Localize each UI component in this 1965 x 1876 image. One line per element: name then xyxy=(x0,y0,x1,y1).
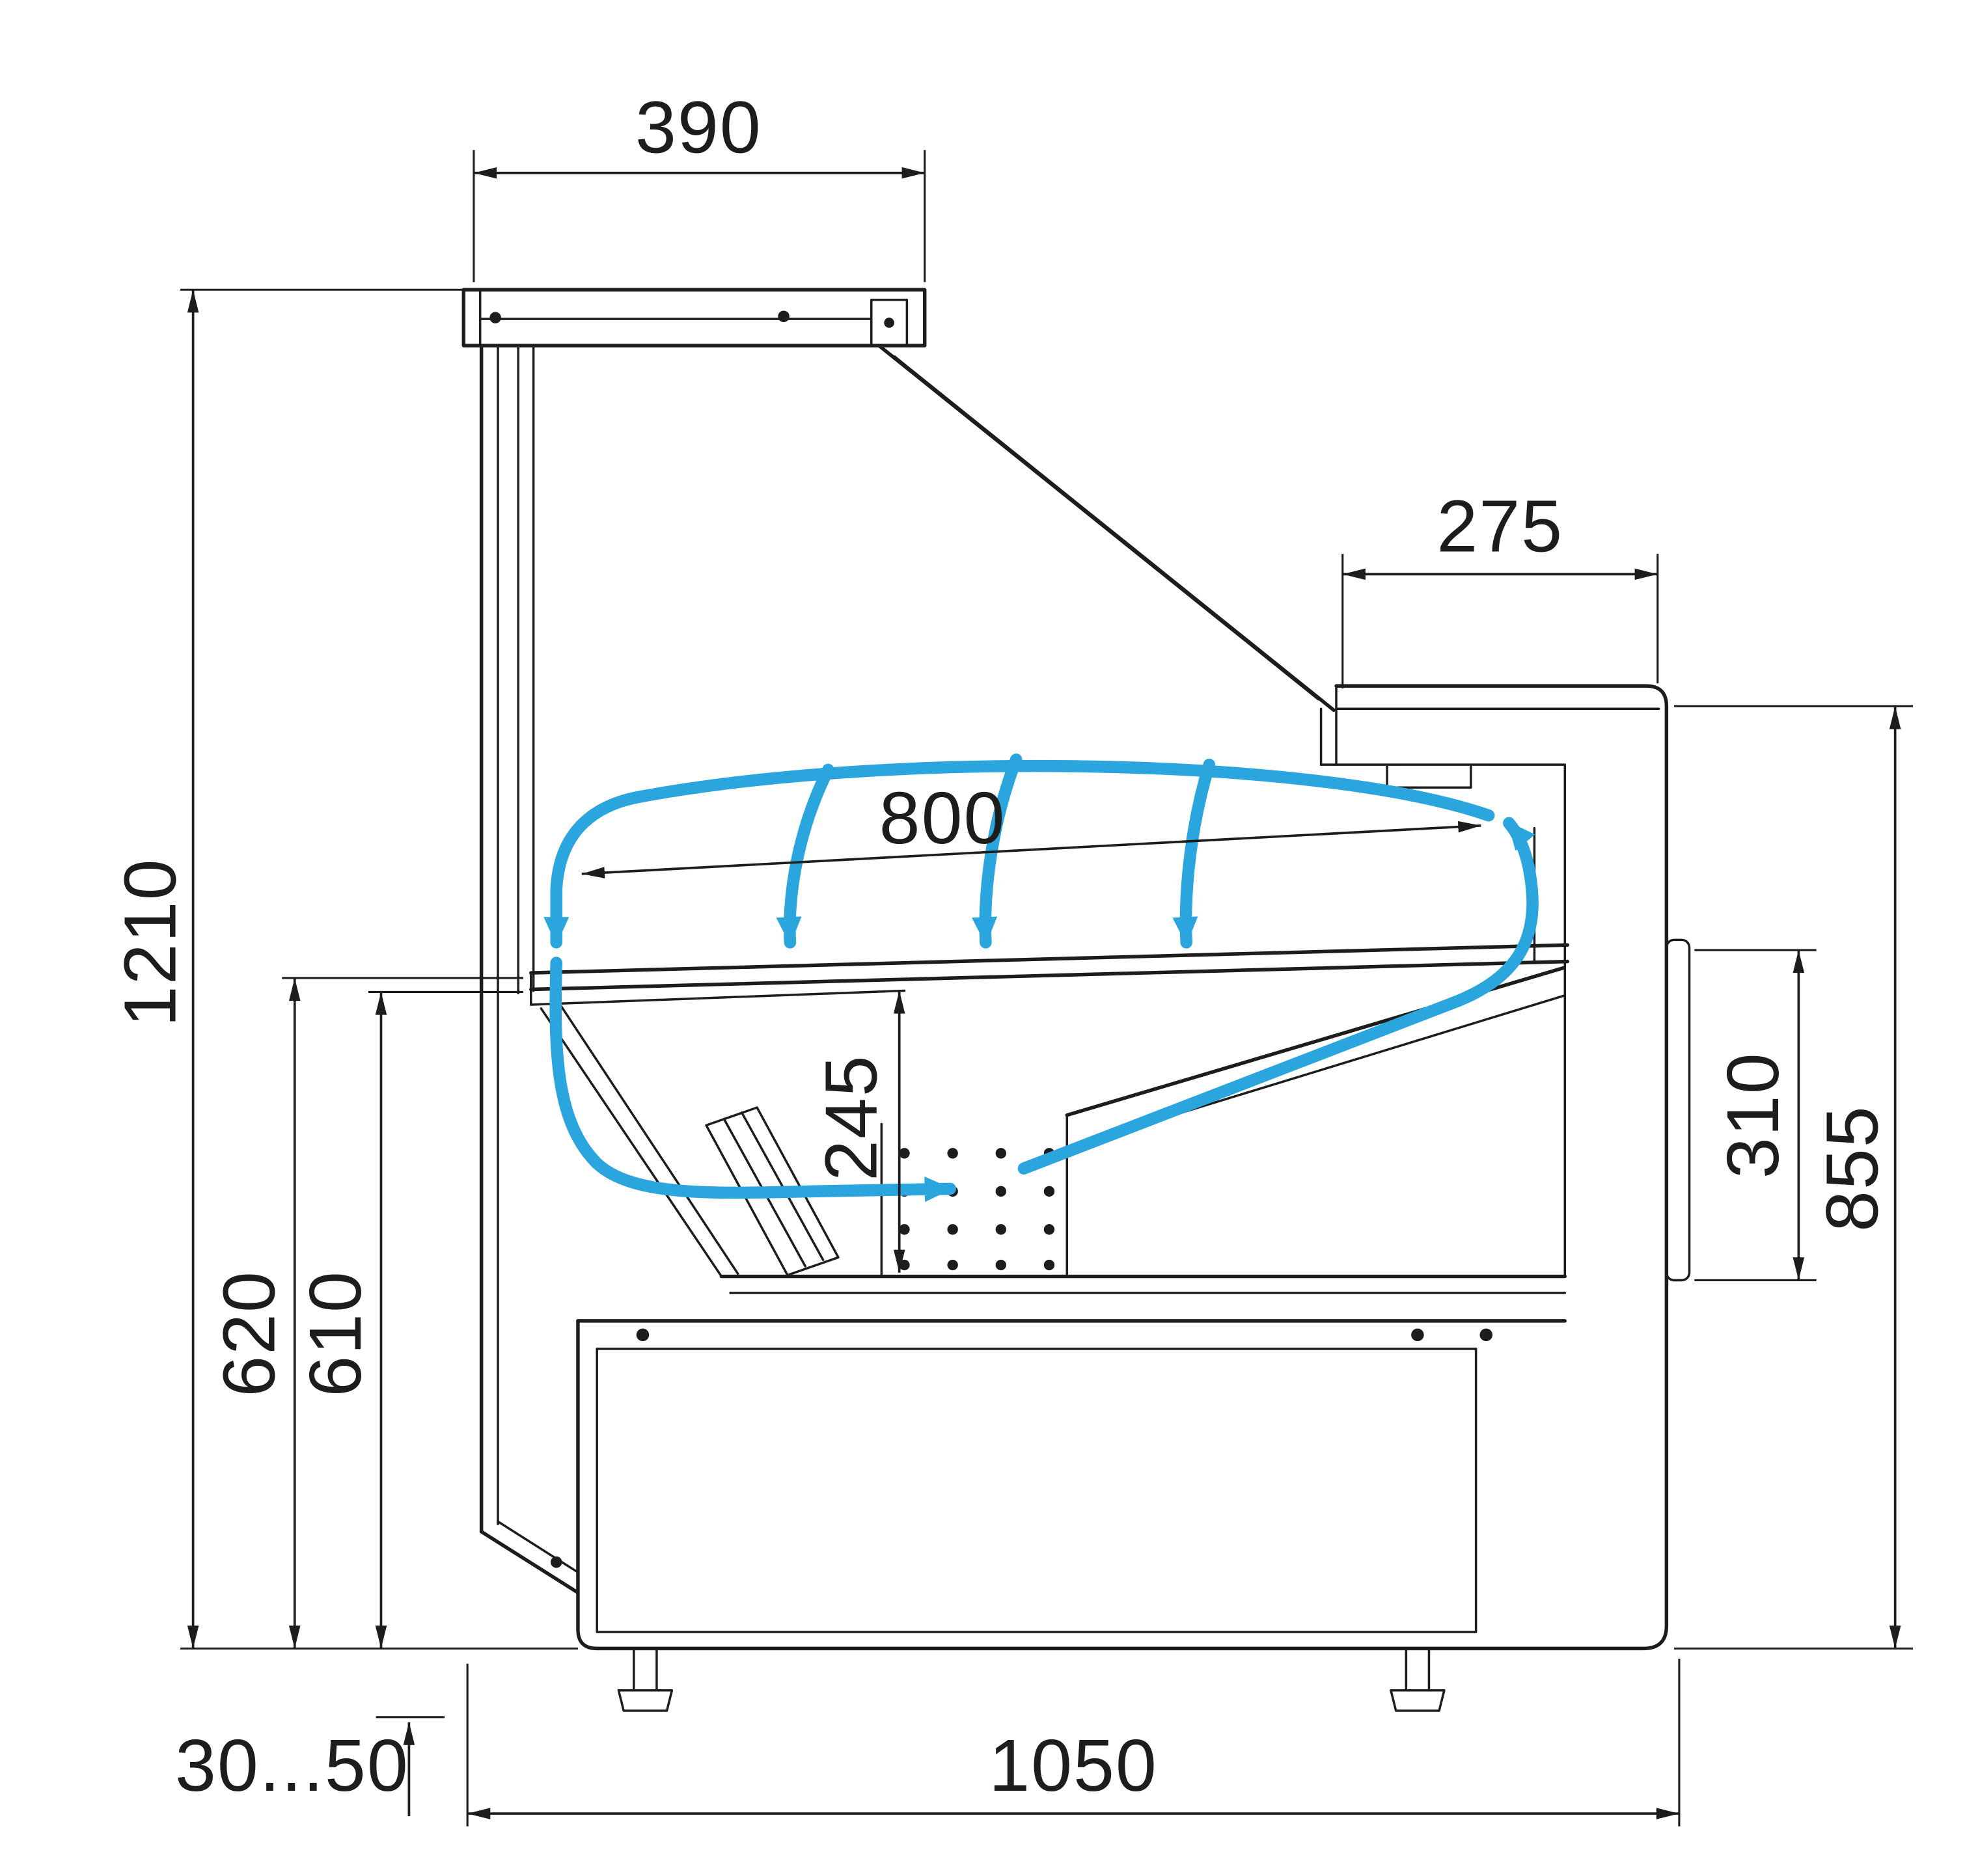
airflow-arrow-branch-3 xyxy=(1172,758,1216,949)
dimension-390: 390 xyxy=(473,86,926,282)
adjustable-foot-right xyxy=(1390,1647,1446,1712)
display-case-outline xyxy=(461,288,1691,1712)
dimension-855: 855 xyxy=(1674,705,1913,1650)
dim-label-base-depth: 1050 xyxy=(989,1724,1158,1806)
dim-label-display-opening: 800 xyxy=(879,777,1006,859)
dimension-610: 610 xyxy=(294,990,524,1649)
front-glass xyxy=(877,344,1338,766)
display-deck xyxy=(529,943,1569,1006)
dimension-245: 245 xyxy=(810,990,905,1273)
adjustable-foot-left xyxy=(617,1647,674,1712)
airflow-arrow-top-arc xyxy=(543,759,1495,949)
dim-label-height-back-outer: 620 xyxy=(208,1270,290,1397)
dimension-leg-adjustment: 30...50 xyxy=(175,1716,445,1816)
dim-label-height-back-inner: 610 xyxy=(294,1270,376,1397)
dim-label-front-panel-height: 310 xyxy=(1712,1052,1794,1178)
airflow-arrow-branch-1 xyxy=(776,763,834,949)
dim-label-well-height: 245 xyxy=(810,1054,892,1181)
dim-label-worktop-height: 855 xyxy=(1811,1105,1893,1232)
airflow-arrow-left-down xyxy=(549,957,957,1203)
dim-label-canopy-width: 390 xyxy=(635,86,762,168)
dimension-1210: 1210 xyxy=(109,288,578,1650)
base-cabinet xyxy=(596,1328,1493,1633)
cold-well xyxy=(540,1003,1567,1294)
perforated-plate xyxy=(880,1122,1055,1278)
canopy xyxy=(461,288,927,347)
counter-and-base xyxy=(576,684,1691,1651)
dimension-1050: 1050 xyxy=(466,1658,1681,1827)
dimension-275: 275 xyxy=(1341,485,1659,689)
front-bumper xyxy=(1665,938,1691,1282)
dim-label-leg-adjustment: 30...50 xyxy=(175,1724,409,1806)
back-panel xyxy=(479,344,580,1595)
dim-label-overall-height: 1210 xyxy=(109,858,191,1027)
dimension-800: 800 xyxy=(581,777,1481,878)
dimension-620: 620 xyxy=(208,977,524,1649)
dimension-310: 310 xyxy=(1694,949,1817,1281)
dim-label-counter-shelf-depth: 275 xyxy=(1436,485,1563,567)
airflow-arrow-right-up xyxy=(1017,817,1539,1175)
